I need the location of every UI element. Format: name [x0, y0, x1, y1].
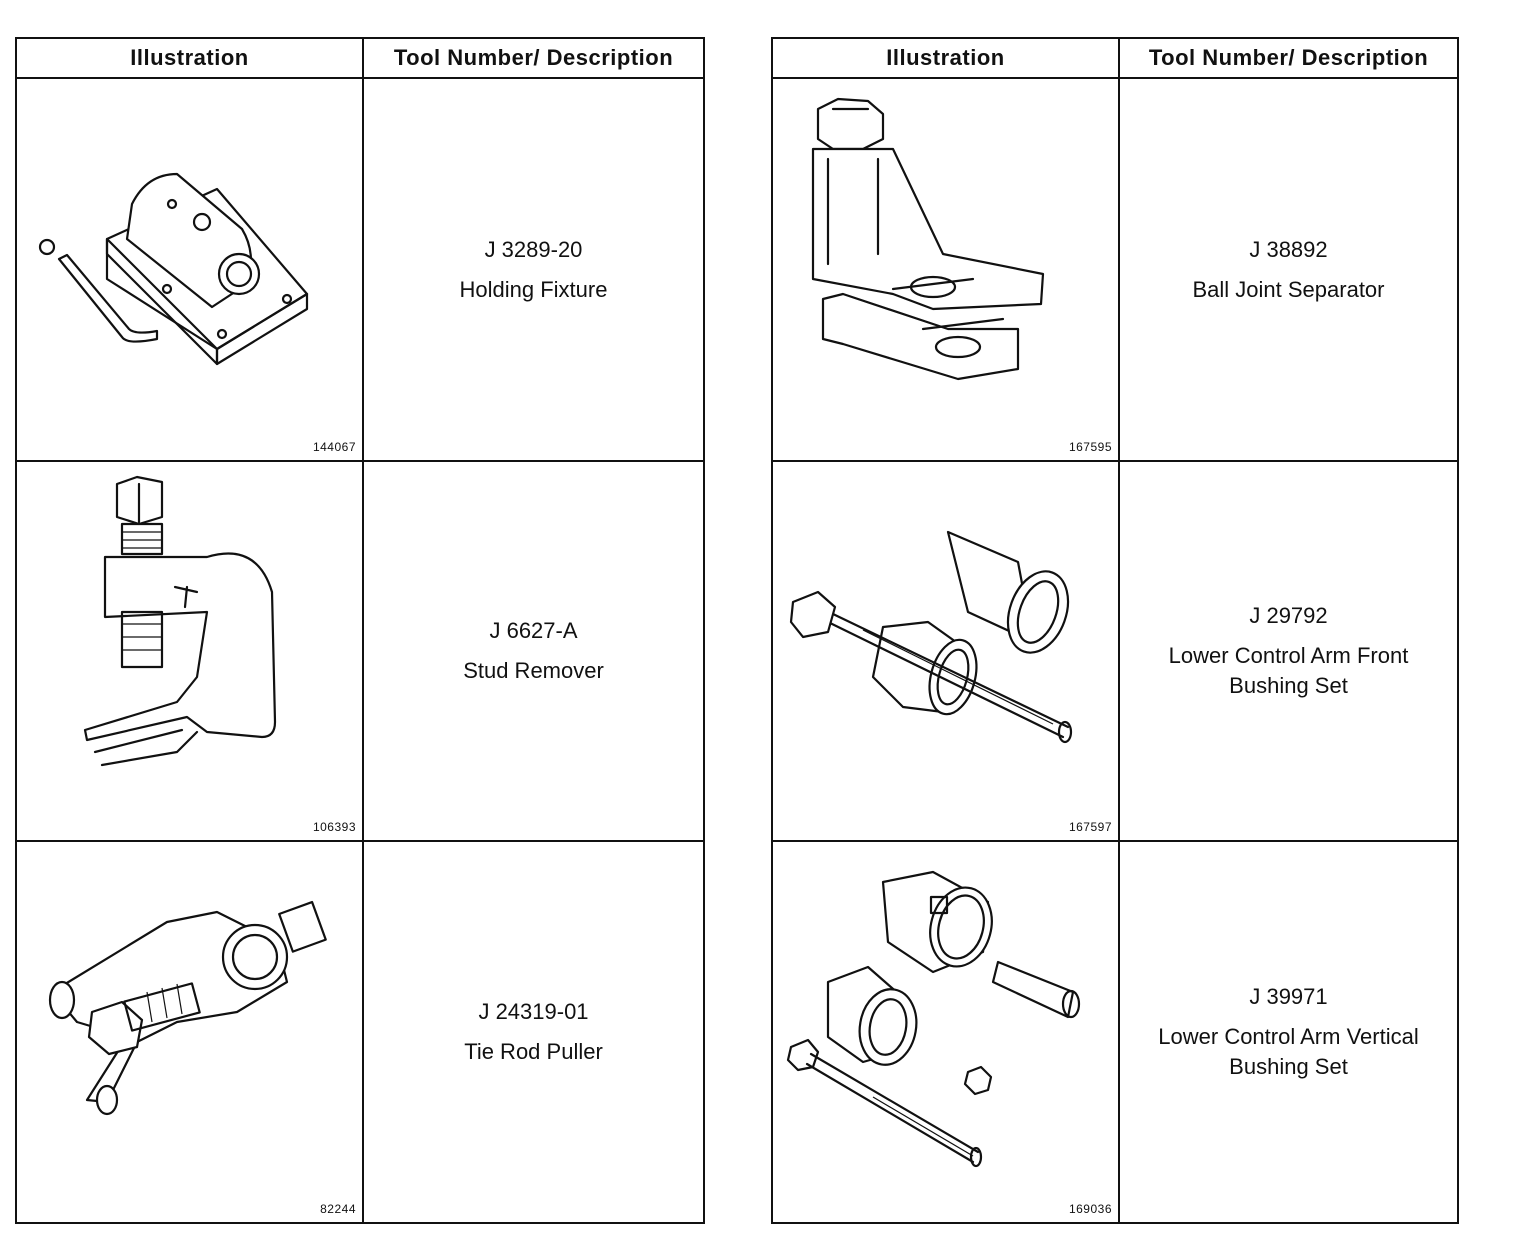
illustration-cell: 169036: [773, 842, 1120, 1222]
figure-number: 169036: [1068, 1202, 1112, 1216]
illustration-cell: 144067: [17, 79, 364, 460]
figure-number: 167597: [1068, 820, 1112, 834]
table-header: Illustration Tool Number/ Description: [17, 39, 703, 79]
bushing-set-icon: [789, 530, 1073, 744]
table-header: Illustration Tool Number/ Description: [773, 39, 1457, 79]
figure-number: 106393: [312, 820, 356, 834]
description-cell: J 24319-01 Tie Rod Puller: [364, 842, 703, 1222]
tool-table-left: Illustration Tool Number/ Description 14…: [15, 37, 705, 1224]
description-cell: J 6627-A Stud Remover: [364, 462, 703, 840]
illustration-cell: 167597: [773, 462, 1120, 840]
table-row: 106393 J 6627-A Stud Remover: [17, 462, 703, 842]
tool-number: J 6627-A: [489, 618, 578, 643]
illustration-cell: 82244: [17, 842, 364, 1222]
table-row: 169036 J 39971 Lower Control Arm Vertica…: [773, 842, 1457, 1222]
description-cell: J 3289-20 Holding Fixture: [364, 79, 703, 460]
illustration-cell: 106393: [17, 462, 364, 840]
header-description: Tool Number/ Description: [393, 45, 674, 70]
tool-description: Tie Rod Puller: [464, 1039, 603, 1064]
tool-table-right: Illustration Tool Number/ Description 16…: [771, 37, 1459, 1224]
ball-joint-separator-icon: [811, 97, 1045, 381]
tool-number: J 38892: [1249, 236, 1328, 262]
stud-remover-icon: [83, 475, 277, 767]
table-row: 167595 J 38892 Ball Joint Separator: [773, 79, 1457, 462]
tool-description: Ball Joint Separator: [1192, 276, 1385, 302]
table-row: 167597 J 29792 Lower Control Arm Front B…: [773, 462, 1457, 842]
header-illustration: Illustration: [773, 39, 1120, 77]
header-description: Tool Number/ Description: [1148, 45, 1429, 70]
holding-fixture-icon: [38, 172, 309, 366]
illustration-cell: 167595: [773, 79, 1120, 460]
header-illustration: Illustration: [17, 39, 364, 77]
tool-number: J 39971: [1249, 984, 1328, 1009]
table-row: 144067 J 3289-20 Holding Fixture: [17, 79, 703, 462]
description-cell: J 29792 Lower Control Arm Front Bushing …: [1120, 462, 1457, 840]
tool-number: J 29792: [1249, 603, 1328, 628]
tool-description: Lower Control Arm Front Bushing Set: [1168, 643, 1409, 698]
tool-number: J 24319-01: [478, 999, 589, 1024]
tool-description: Stud Remover: [463, 658, 604, 683]
description-cell: J 38892 Ball Joint Separator: [1120, 79, 1457, 460]
description-cell: J 39971 Lower Control Arm Vertical Bushi…: [1120, 842, 1457, 1222]
figure-number: 144067: [312, 440, 356, 454]
table-row: 82244 J 24319-01 Tie Rod Puller: [17, 842, 703, 1222]
figure-number: 167595: [1068, 440, 1112, 454]
tool-number: J 3289-20: [484, 236, 583, 262]
vertical-bushing-set-icon: [786, 870, 1081, 1168]
tool-description: Holding Fixture: [459, 276, 608, 302]
figure-number: 82244: [320, 1202, 356, 1216]
tie-rod-puller-icon: [48, 900, 327, 1116]
tool-description: Lower Control Arm Vertical Bushing Set: [1158, 1024, 1419, 1079]
